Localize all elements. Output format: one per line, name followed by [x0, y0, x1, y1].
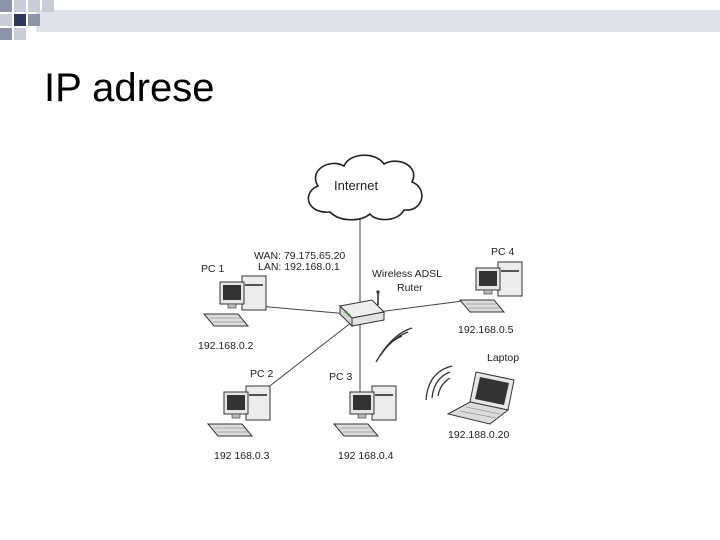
router-wan-label: WAN: 79.175.65.20 [254, 250, 345, 262]
pc-1-node: PC 1 192.168.0.2 [198, 263, 267, 352]
deco-bar [36, 10, 720, 32]
deco-square [0, 0, 12, 12]
link-router-pc2 [261, 321, 353, 393]
desktop-pc-icon [207, 385, 271, 437]
pc-3-name: PC 3 [329, 371, 353, 383]
router-icon [338, 290, 386, 328]
deco-square [42, 0, 54, 12]
laptop-node: Laptop 192.188.0.20 [446, 352, 519, 441]
pc-1-name: PC 1 [201, 263, 225, 275]
slide-title: IP adrese [44, 66, 215, 110]
deco-square [14, 0, 26, 12]
pc-2-node: PC 2 192 168.0.3 [207, 368, 274, 462]
pc-3-node: PC 3 192 168.0.4 [329, 371, 397, 462]
deco-square [14, 14, 26, 26]
pc-1-ip: 192.168.0.2 [198, 340, 254, 352]
pc-2-name: PC 2 [250, 368, 274, 380]
pc-4-name: PC 4 [491, 246, 515, 258]
desktop-pc-icon [333, 385, 397, 437]
slide-decoration [0, 0, 720, 40]
deco-square [28, 0, 40, 12]
wireless-signal-icon [375, 327, 413, 363]
deco-square [14, 28, 26, 40]
pc-4-ip: 192.168.0.5 [458, 324, 514, 336]
deco-square [0, 14, 12, 26]
laptop-name: Laptop [487, 352, 519, 364]
router-lan-label: LAN: 192.168.0.1 [258, 261, 340, 273]
router-name-line2: Ruter [397, 282, 423, 294]
laptop-ip: 192.188.0.20 [448, 429, 509, 441]
pc-2-ip: 192 168.0.3 [214, 450, 270, 462]
pc-4-node: PC 4 192.168.0.5 [458, 246, 523, 336]
deco-square [28, 14, 40, 26]
laptop-icon [446, 371, 515, 425]
wireless-signal-icon [425, 365, 453, 401]
desktop-pc-icon [203, 275, 267, 327]
desktop-pc-icon [459, 261, 523, 313]
link-router-pc4 [369, 299, 471, 314]
internet-label: Internet [334, 178, 378, 193]
deco-square [0, 28, 12, 40]
router-name-line1: Wireless ADSL [372, 268, 442, 280]
internet-cloud-icon [307, 154, 423, 221]
pc-3-ip: 192 168.0.4 [338, 450, 394, 462]
